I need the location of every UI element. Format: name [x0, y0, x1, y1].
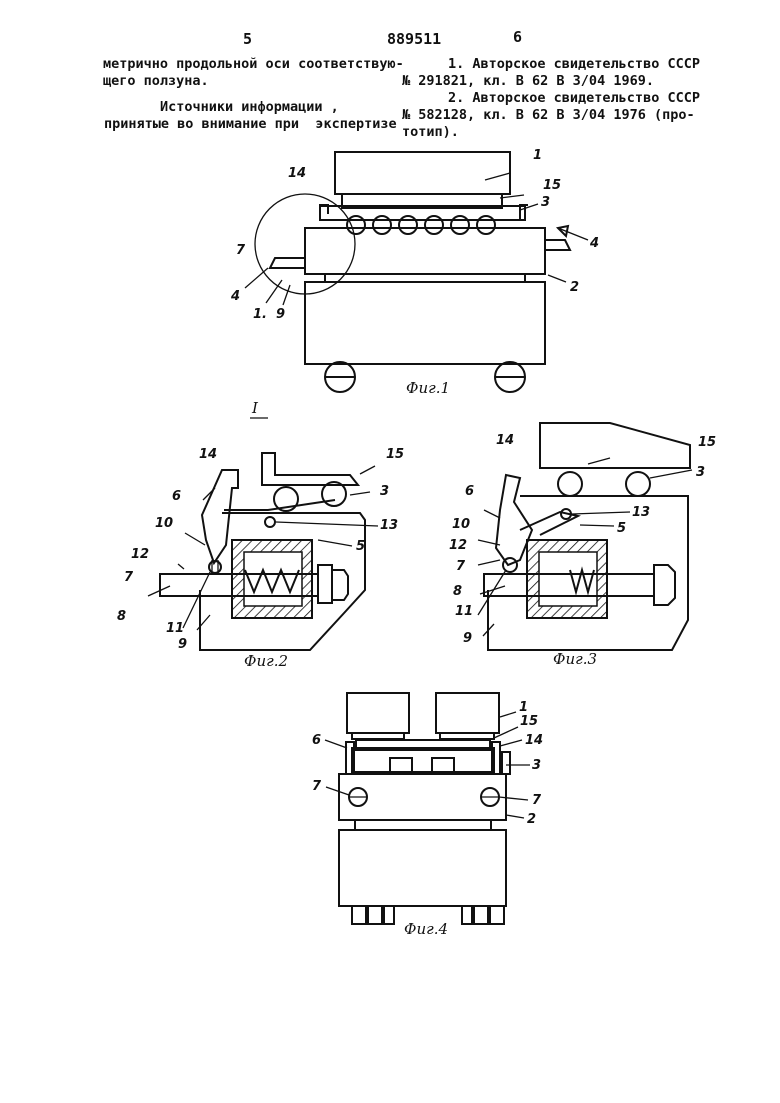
- fig4-label-2: 2: [527, 812, 536, 827]
- reference-1-line-2: № 291821, кл. В 62 В 3/04 1969.: [402, 73, 654, 89]
- fig3-ball-11: [502, 557, 518, 573]
- fig1-base: [304, 281, 546, 365]
- fig3-label-13: 13: [632, 505, 650, 520]
- fig2-label-8: 8: [117, 609, 126, 624]
- fig4-body-1-left: [346, 692, 410, 734]
- fig4-wheels: [351, 905, 505, 925]
- fig3-label-11: 11: [455, 604, 473, 619]
- fig4-caption: Фиг.4: [404, 920, 448, 938]
- fig4-label-7-left: 7: [312, 779, 322, 794]
- fig3-label-3: 3: [696, 465, 705, 480]
- fig1-label-3: 3: [541, 195, 550, 210]
- fig2-label-7: 7: [124, 570, 134, 585]
- fig1-caption: Фиг.1: [406, 379, 450, 397]
- left-text-line-2: щего ползуна.: [103, 73, 209, 89]
- figure-1: [244, 151, 589, 393]
- figure-3: [477, 422, 693, 651]
- fig1-detail-circle: [254, 193, 356, 295]
- fig3-label-14: 14: [496, 433, 514, 448]
- reference-1-line-1: 1. Авторское свидетельство СССР: [448, 56, 700, 72]
- fig1-rollers: [346, 215, 496, 235]
- fig3-roller-b: [625, 471, 651, 497]
- fig1-label-15: 15: [543, 178, 561, 193]
- left-text-line-4: принятые во внимание при экспертизе: [104, 116, 397, 132]
- fig2-caption: Фиг.2: [244, 652, 288, 670]
- fig2-spring: [244, 567, 300, 595]
- fig2-label-3: 3: [380, 484, 389, 499]
- fig3-label-9: 9: [463, 631, 472, 646]
- fig4-base: [338, 829, 507, 907]
- fig3-label-15: 15: [698, 435, 716, 450]
- fig2-label-13: 13: [380, 518, 398, 533]
- fig4-label-15: 15: [520, 714, 538, 729]
- fig3-spring: [569, 566, 595, 596]
- page-number-right: 6: [513, 28, 523, 46]
- fig2-frame-9: [199, 512, 366, 651]
- fig1-lever-right: [545, 239, 572, 251]
- fig2-label-10: 10: [155, 516, 173, 531]
- fig3-label-6: 6: [465, 484, 474, 499]
- fig2-label-9: 9: [178, 637, 187, 652]
- reference-2-line-3: тотип).: [402, 124, 459, 140]
- fig4-label-14: 14: [525, 733, 543, 748]
- fig4-label-7-right: 7: [532, 793, 542, 808]
- fig4-element-15: [355, 739, 491, 751]
- fig2-label-5: 5: [356, 539, 365, 554]
- fig3-roller-a: [557, 471, 583, 497]
- fig1-latch-14-left: [319, 204, 329, 220]
- fig3-pivot-13: [560, 508, 572, 520]
- fig4-body-1-right: [435, 692, 500, 734]
- fig3-frame-9: [487, 495, 689, 651]
- fig1-label-4-left: 4: [230, 289, 240, 304]
- detail-label: I: [251, 399, 259, 417]
- fig3-label-7: 7: [456, 559, 466, 574]
- fig1-body-1: [334, 151, 511, 195]
- fig2-latch-6: [200, 469, 239, 566]
- fig3-element-15: [539, 422, 691, 469]
- fig2-ball-11: [208, 560, 222, 574]
- figure-2: [147, 452, 379, 651]
- fig2-element-15: [261, 452, 361, 486]
- fig1-label-14: 14: [288, 166, 306, 181]
- fig4-label-6: 6: [312, 733, 321, 748]
- fig3-label-5: 5: [617, 521, 626, 536]
- fig2-label-12: 12: [131, 547, 149, 562]
- fig3-label-12: 12: [449, 538, 467, 553]
- patent-number: 889511: [387, 30, 442, 48]
- fig3-label-8: 8: [453, 584, 462, 599]
- fig1-plate: [341, 193, 503, 209]
- fig1-label-7: 7: [236, 243, 246, 258]
- fig1-carriage-2: [304, 227, 546, 275]
- fig1-label-9: 9: [276, 307, 285, 322]
- left-text-line-1: метрично продольной оси соответствую-: [103, 56, 404, 72]
- fig2-label-6: 6: [172, 489, 181, 504]
- fig2-label-11: 11: [166, 621, 184, 636]
- fig2-roller-a: [273, 486, 299, 512]
- fig1-lever-7: [268, 257, 305, 269]
- fig2-pivot-13: [264, 516, 276, 528]
- fig1-label-detail-1: 1.: [253, 307, 267, 322]
- fig4-label-1: 1: [519, 700, 528, 715]
- reference-2-line-1: 2. Авторское свидетельство СССР: [448, 90, 700, 106]
- fig3-caption: Фиг.3: [553, 650, 597, 668]
- fig1-label-4-right: 4: [589, 236, 599, 251]
- left-text-line-3: Источники информации ,: [160, 99, 339, 115]
- fig2-label-15: 15: [386, 447, 404, 462]
- fig2-label-14: 14: [199, 447, 217, 462]
- fig1-label-1: 1: [533, 148, 542, 163]
- fig1-label-2: 2: [570, 280, 579, 295]
- fig3-latch-6: [494, 473, 534, 567]
- fig4-label-3: 3: [532, 758, 541, 773]
- reference-2-line-2: № 582128, кл. В 62 В 3/04 1976 (про-: [402, 107, 695, 123]
- fig3-label-10: 10: [452, 517, 470, 532]
- figure-4: [324, 692, 530, 925]
- fig2-roller-b: [321, 481, 347, 507]
- fig1-latch-14-right: [519, 204, 528, 220]
- page-number-left: 5: [243, 30, 253, 48]
